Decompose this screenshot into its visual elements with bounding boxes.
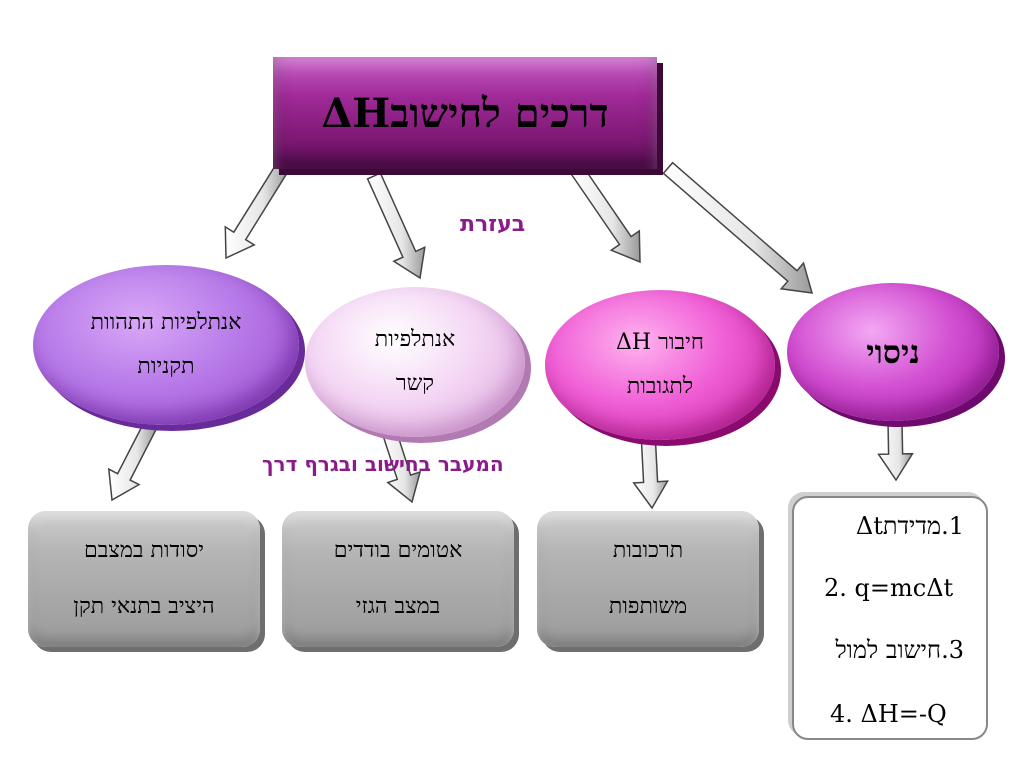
box-compounds-line2: משותפות xyxy=(608,594,688,619)
arrow-title-to-experiment xyxy=(662,161,814,294)
box-gaseous-atoms: אטומים בודדים במצב הגזי xyxy=(282,511,514,647)
step-2: 2. q=mcΔt xyxy=(824,574,954,602)
oval-sum-reactions: חיבור ΔH לתגובות xyxy=(545,290,775,440)
title-box: דרכים לחישובΔH xyxy=(273,57,657,169)
arrow-title-to-formation xyxy=(224,163,289,260)
step-4: 4. ΔH=-Q xyxy=(830,700,947,728)
oval-experiment: ניסוי xyxy=(787,283,999,421)
box-covalent-compounds: תרכובות משותפות xyxy=(537,511,759,647)
arrow-experiment-to-steps xyxy=(877,421,914,482)
oval-bond-line1: אנתלפיות xyxy=(374,327,456,352)
diagram-title: דרכים לחישובΔH xyxy=(321,89,609,137)
box-elements-line2: היציב בתנאי תקן xyxy=(73,594,215,619)
oval-bond-line2: קשר xyxy=(395,371,435,396)
experiment-steps-box: 1.מדידתΔt 2. q=mcΔt 3.חישוב למול 4. ΔH=-… xyxy=(792,496,988,740)
oval-formation-line2: תקניות xyxy=(137,354,195,379)
arrow-title-to-sum xyxy=(570,164,641,264)
box-compounds-line1: תרכובות xyxy=(612,538,684,563)
box-atoms-line1: אטומים בודדים xyxy=(333,538,463,563)
step-1: 1.מדידתΔt xyxy=(855,512,964,540)
arrow-sum-to-compounds xyxy=(632,430,669,510)
oval-experiment-label: ניסוי xyxy=(866,333,920,371)
box-atoms-line2: במצב הגזי xyxy=(355,594,441,619)
oval-sum-line2: לתגובות xyxy=(626,374,694,399)
box-standard-elements: יסודות במצבם היציב בתנאי תקן xyxy=(28,511,260,647)
arrow-title-to-bond xyxy=(366,172,426,280)
arrow-formation-to-elements xyxy=(107,421,158,502)
oval-formation-line1: אנתלפיות התהוות xyxy=(90,310,242,335)
oval-bond-enthalpies: אנתלפיות קשר xyxy=(305,287,525,437)
oval-formation-enthalpies: אנתלפיות התהוות תקניות xyxy=(33,265,299,425)
box-elements-line1: יסודות במצבם xyxy=(83,538,205,563)
oval-sum-line1: חיבור ΔH xyxy=(616,330,704,355)
step-3: 3.חישוב למול xyxy=(835,636,964,664)
label-transition: המעבר בחישוב ובגרף דרך xyxy=(262,452,504,476)
label-using: בעזרת xyxy=(460,212,526,237)
